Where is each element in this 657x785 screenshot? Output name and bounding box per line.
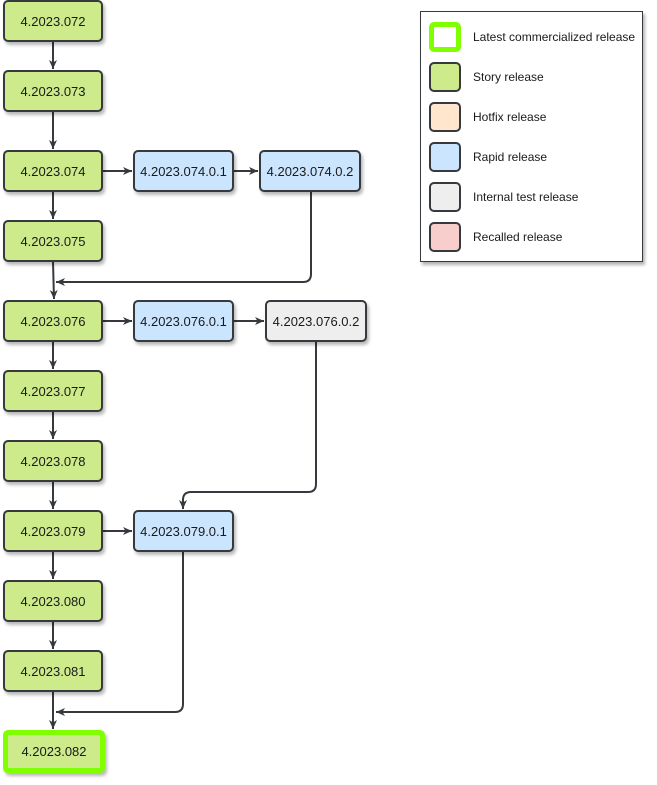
- edge-079-0-1-082: [56, 552, 184, 716]
- release-node-4-2023-076-0-2[interactable]: 4.2023.076.0.2: [265, 300, 367, 342]
- release-node-4-2023-072[interactable]: 4.2023.072: [3, 0, 103, 42]
- legend-swatch-recalled: [429, 222, 461, 252]
- release-node-4-2023-078[interactable]: 4.2023.078: [3, 440, 103, 482]
- legend-swatch-rapid: [429, 142, 461, 172]
- legend-swatch-internal: [429, 182, 461, 212]
- release-node-4-2023-074-0-2[interactable]: 4.2023.074.0.2: [259, 150, 361, 192]
- legend-item-hotfix: Hotfix release: [429, 102, 546, 132]
- edge-074-0-2-076: [56, 192, 312, 286]
- release-node-4-2023-077[interactable]: 4.2023.077: [3, 370, 103, 412]
- legend-swatch-story: [429, 62, 461, 92]
- legend-label: Story release: [473, 70, 544, 84]
- release-node-4-2023-076[interactable]: 4.2023.076: [3, 300, 103, 342]
- legend-swatch-latest: [429, 22, 461, 52]
- release-node-4-2023-076-0-1[interactable]: 4.2023.076.0.1: [133, 300, 234, 342]
- release-node-4-2023-079[interactable]: 4.2023.079: [3, 510, 103, 552]
- legend-item-rapid: Rapid release: [429, 142, 547, 172]
- legend-label: Internal test release: [473, 190, 579, 204]
- legend-label: Latest commercialized release: [473, 30, 636, 44]
- release-node-4-2023-082[interactable]: 4.2023.082: [3, 730, 105, 773]
- legend-item-internal: Internal test release: [429, 182, 578, 212]
- release-node-4-2023-081[interactable]: 4.2023.081: [3, 650, 103, 692]
- legend-label: Recalled release: [473, 230, 563, 244]
- legend-item-latest: Latest commercialized release: [429, 22, 635, 52]
- legend-item-recalled: Recalled release: [429, 222, 562, 252]
- release-node-4-2023-074-0-1[interactable]: 4.2023.074.0.1: [133, 150, 234, 192]
- release-node-4-2023-073[interactable]: 4.2023.073: [3, 70, 103, 112]
- edge-075-076: [49, 261, 58, 300]
- legend: Latest commercialized release Story rele…: [420, 11, 643, 262]
- legend-label: Rapid release: [473, 150, 548, 164]
- legend-swatch-hotfix: [429, 102, 461, 132]
- release-node-4-2023-080[interactable]: 4.2023.080: [3, 580, 103, 622]
- release-node-4-2023-074[interactable]: 4.2023.074: [3, 150, 103, 192]
- legend-item-story: Story release: [429, 62, 544, 92]
- release-node-4-2023-075[interactable]: 4.2023.075: [3, 220, 103, 262]
- edge-076-0-2-079-0-1: [179, 342, 317, 509]
- legend-label: Hotfix release: [473, 110, 547, 124]
- release-node-4-2023-079-0-1[interactable]: 4.2023.079.0.1: [133, 510, 234, 552]
